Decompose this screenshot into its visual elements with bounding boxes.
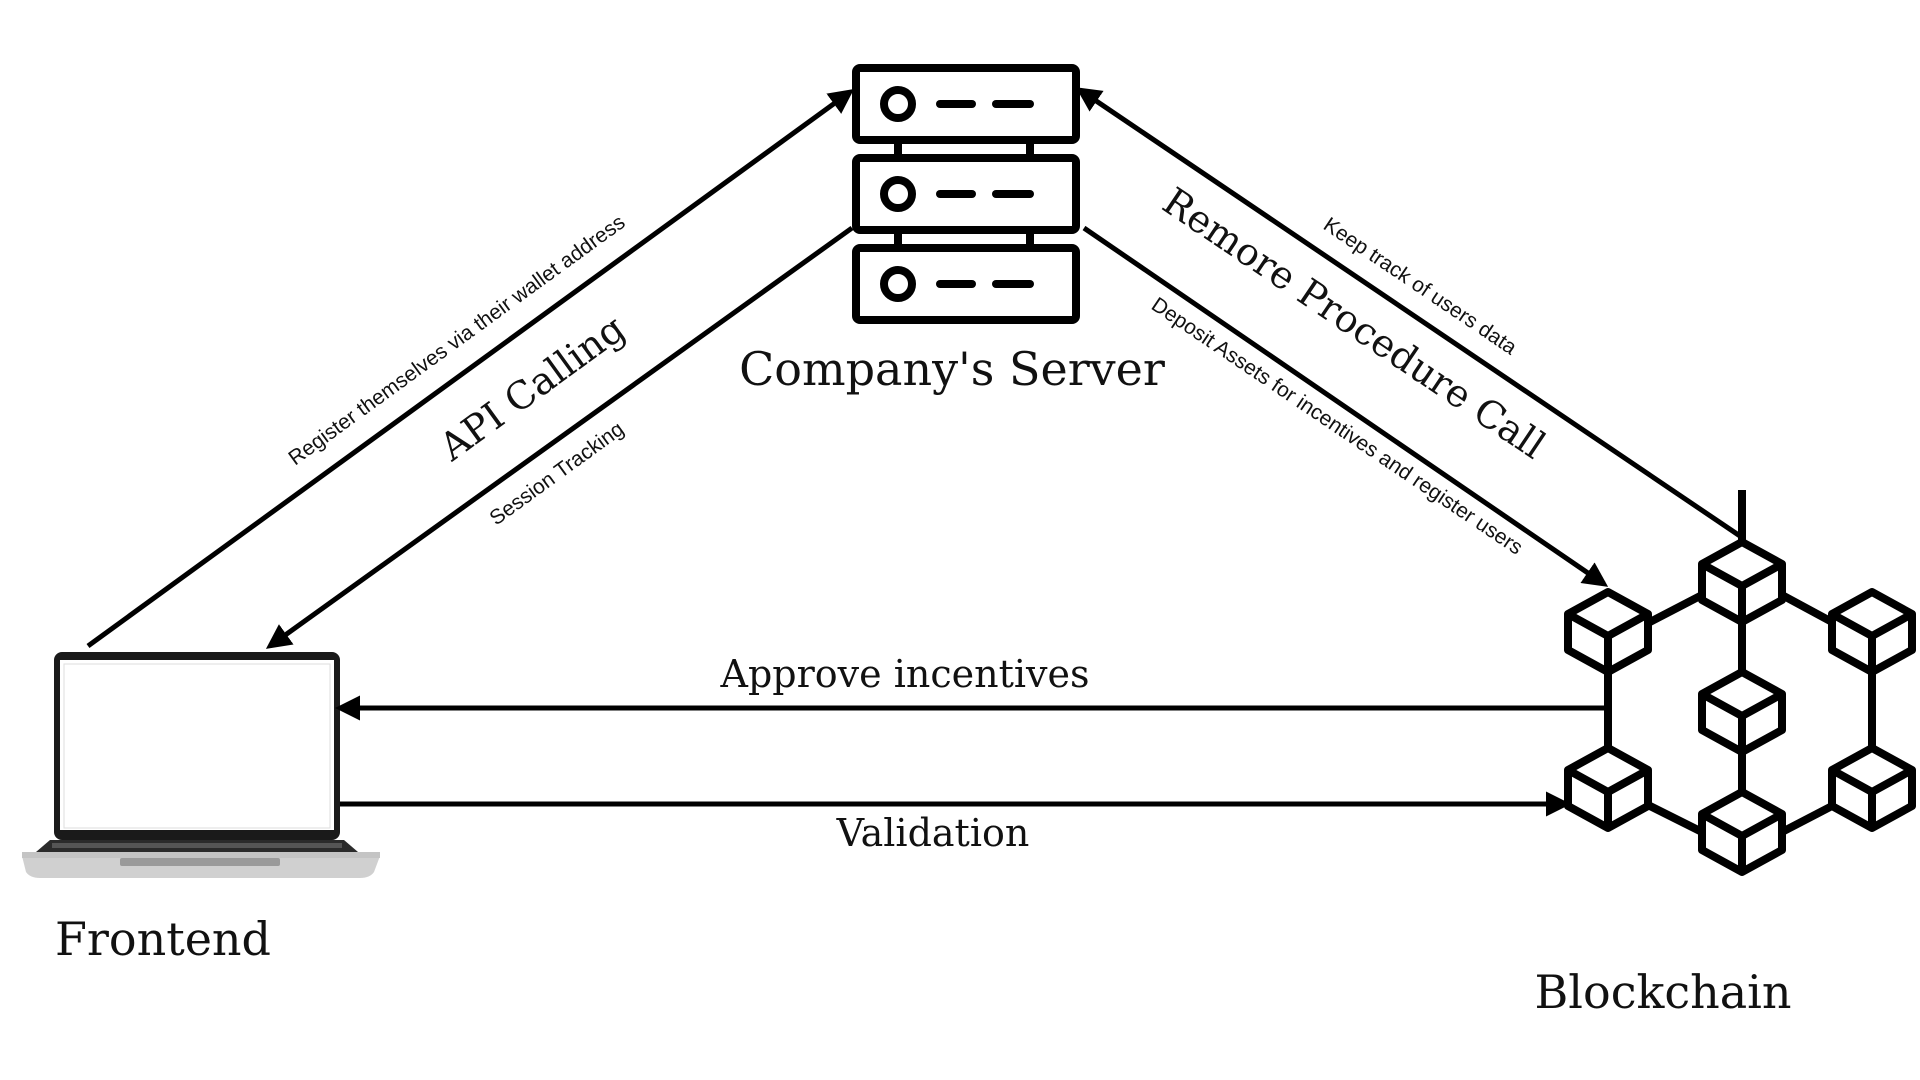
block-cube-icon [1698,538,1786,626]
frontend-label: Frontend [55,912,271,966]
blockchain-network-icon [1564,490,1916,876]
blockchain-label: Blockchain [1535,965,1792,1019]
session-arrow [265,225,854,649]
register-arrow [86,89,855,649]
approve-label: Approve incentives [720,652,1090,696]
block-cube-icon [1698,668,1786,756]
laptop-icon [22,652,380,878]
server-label: Company's Server [739,342,1165,396]
server-rack-icon [852,64,1080,324]
block-cube-icon [1828,588,1916,676]
block-cube-icon [1698,788,1786,876]
validation-label: Validation [836,811,1030,855]
deposit-arrow [1082,225,1609,587]
block-cube-icon [1828,744,1916,832]
block-cube-icon [1564,744,1652,832]
block-cube-icon [1564,588,1652,676]
keep-track-arrow [1075,87,1742,539]
